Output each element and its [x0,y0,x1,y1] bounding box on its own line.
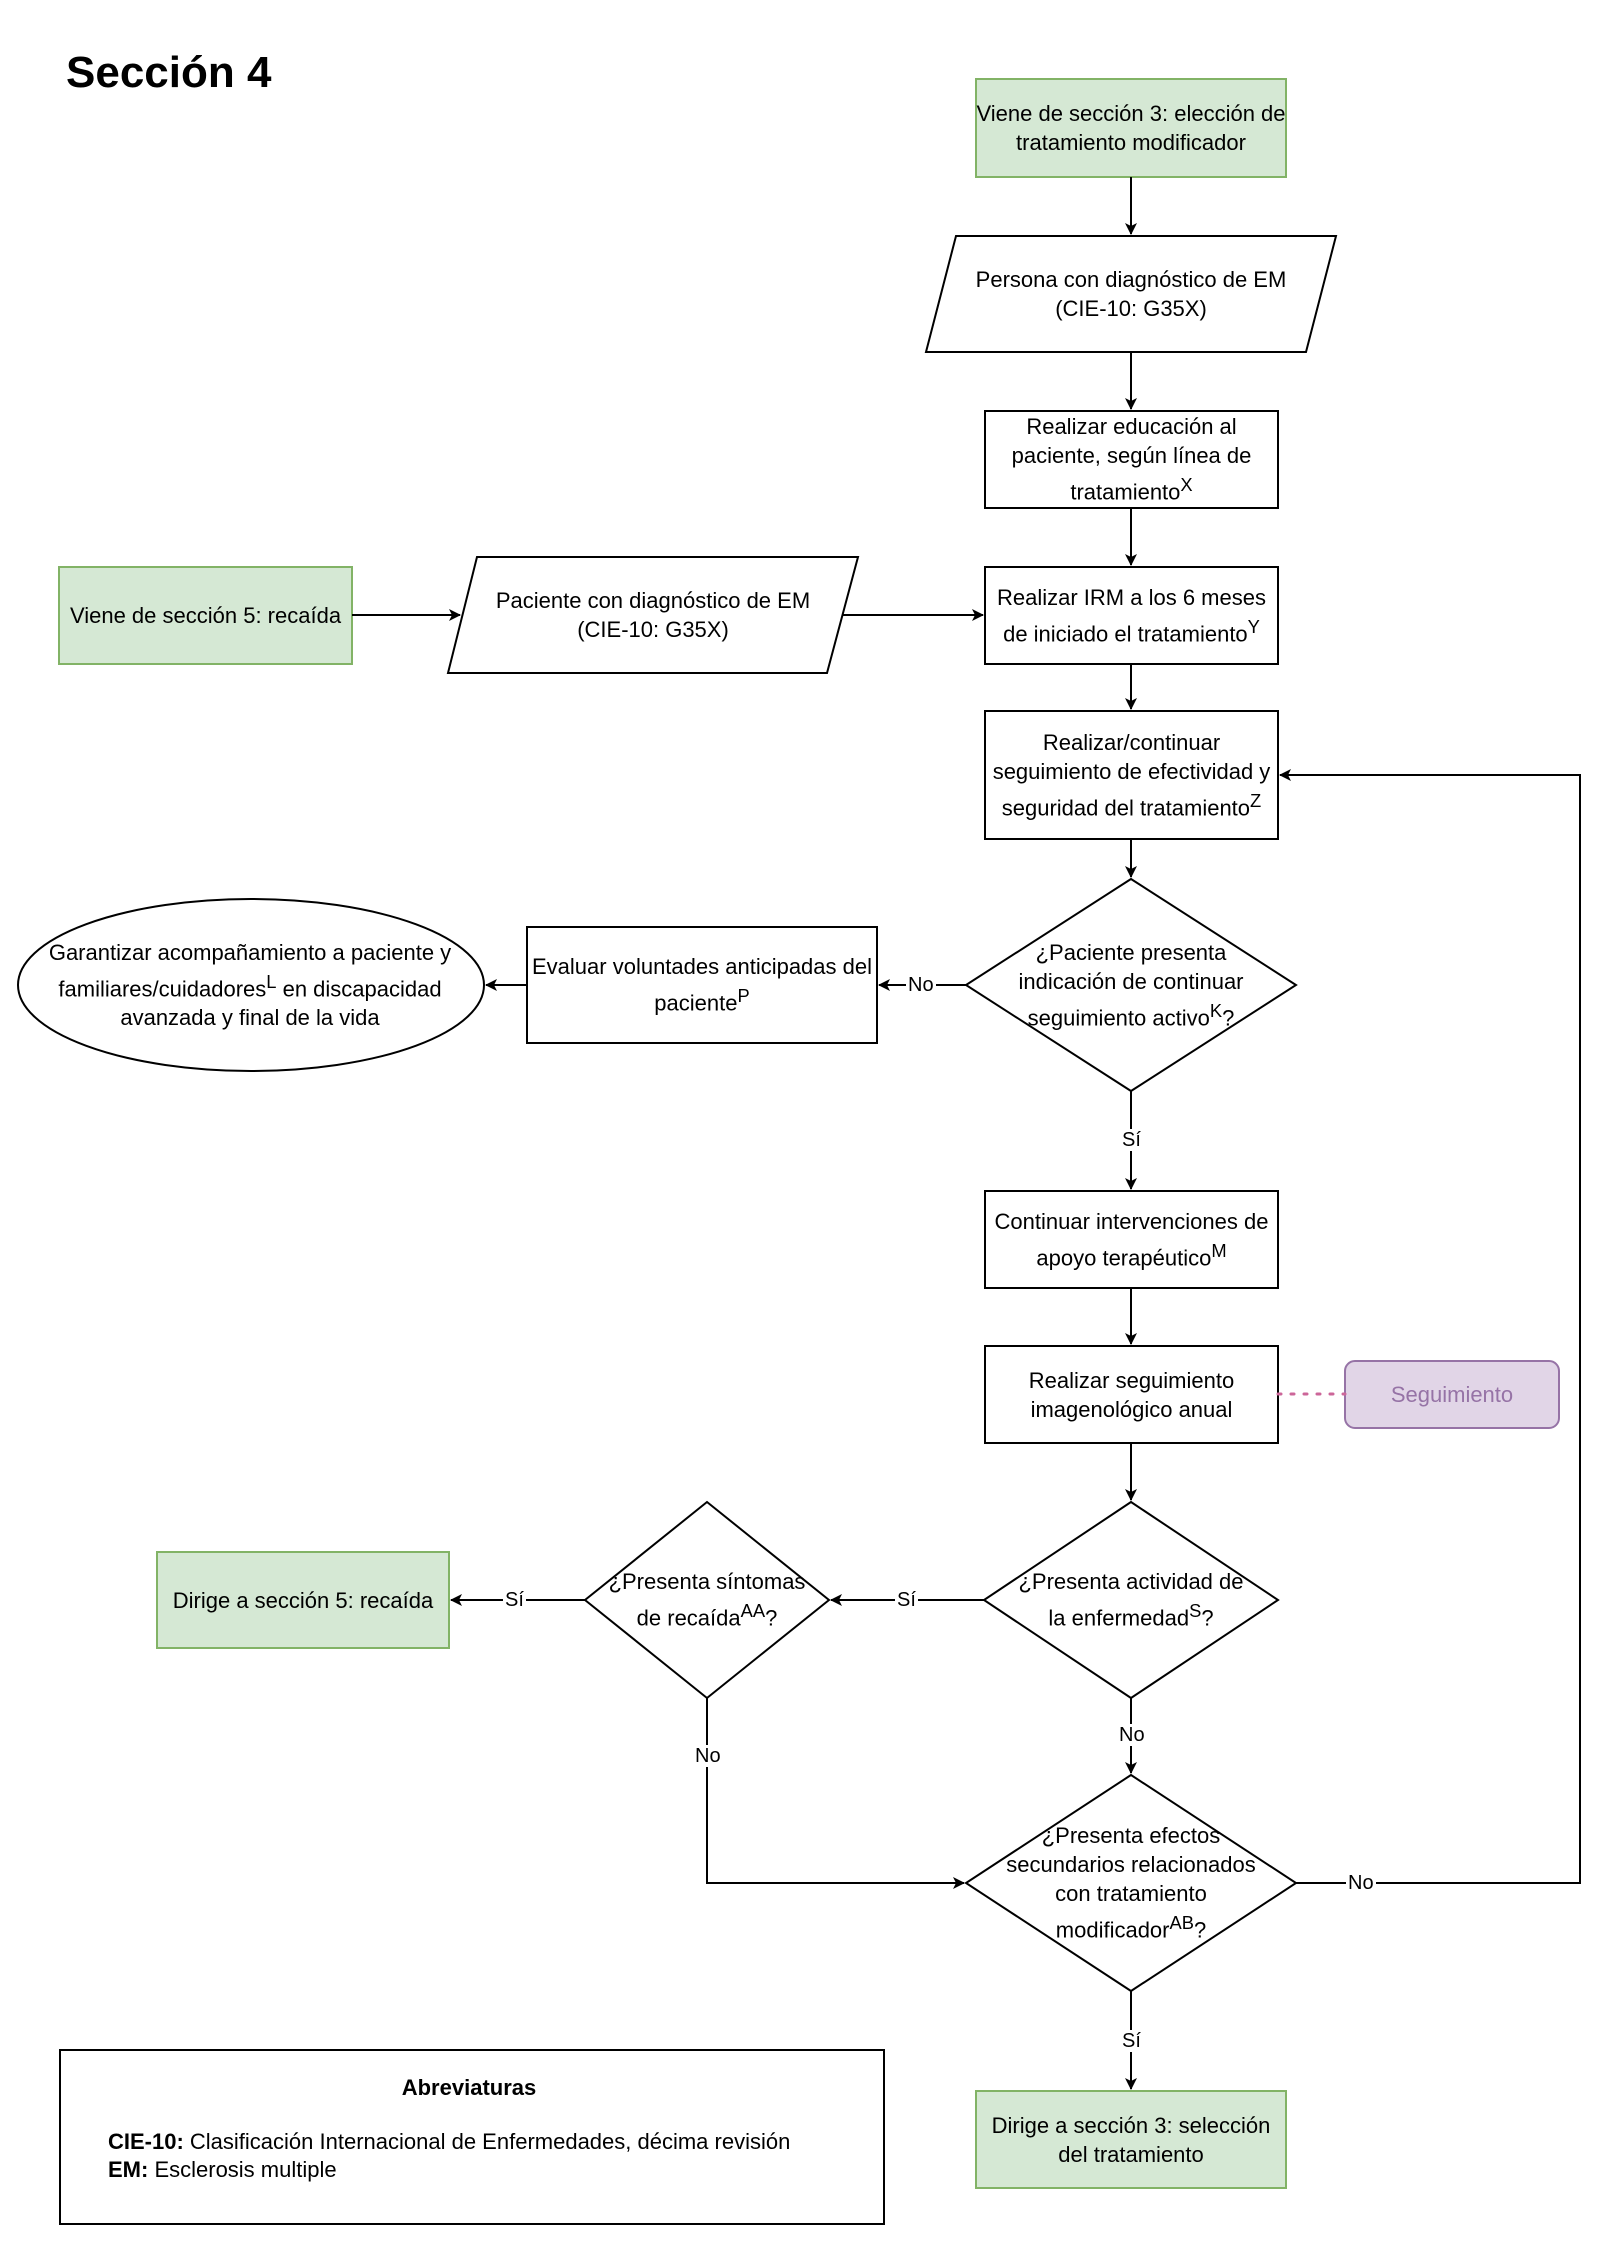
edge-label-no-actividad: No [1117,1724,1147,1746]
decision-sintomas-label: ¿Presenta síntomas de recaídaAA? [597,1560,817,1640]
persona-label: Persona con diagnóstico de EM (CIE-10: G… [950,236,1312,352]
edge-label-si-sintomas: Sí [503,1589,526,1611]
persona-parallelogram [924,235,1338,353]
to-section3-label: Dirige a sección 3: selección del tratam… [976,2091,1286,2188]
to-section5-box [156,1551,450,1649]
decision-activo-text: ¿Paciente presenta indicación de continu… [1011,938,1251,1032]
from-section3-text: Viene de sección 3: elección de tratamie… [976,101,1286,155]
edge-label-si-activo: Sí [1120,1129,1143,1151]
garantizar-main: Garantizar acompañamiento a paciente y f… [48,939,452,1002]
decision-sintomas-end: ? [765,1605,778,1631]
legend-box [59,2049,885,2225]
to-section3-box [975,2090,1287,2189]
legend-abbr: EM: [108,2157,149,2182]
from-section5-text: Viene de sección 5: recaída [69,603,342,628]
voluntades-main: Evaluar voluntades anticipadas del pacie… [532,954,873,1016]
decision-actividad-footnote: S [1189,1600,1202,1622]
decision-efectos-label: ¿Presenta efectos secundarios relacionad… [991,1818,1271,1948]
seguimiento-tag-label: Seguimiento [1345,1361,1559,1428]
garantizar-text: Garantizar acompañamiento a paciente y f… [30,938,470,1032]
decision-activo-end: ? [1222,1005,1235,1031]
edge-label-si-efectos: Sí [1120,2030,1143,2052]
paciente-text: Paciente con diagnóstico de EM (CIE-10: … [495,588,811,642]
decision-activo-footnote: K [1209,999,1223,1021]
decision-actividad-label: ¿Presenta actividad de la enfermedadS? [1016,1560,1246,1640]
seguimiento-text: Realizar/continuar seguimiento de efecti… [990,728,1273,822]
decision-efectos-main: ¿Presenta efectos secundarios relacionad… [1006,1823,1256,1943]
educacion-footnote: X [1180,474,1193,496]
from-section5-label: Viene de sección 5: recaída [59,567,352,664]
legend-items: CIE-10: Clasificación Internacional de E… [60,2128,878,2184]
voluntades-footnote: P [737,985,750,1007]
decision-efectos-footnote: AB [1169,1912,1194,1934]
edge-label-no-sintomas: No [693,1745,723,1767]
continuar-main: Continuar intervenciones de apoyo terapé… [994,1208,1269,1271]
decision-efectos-end: ? [1193,1917,1207,1943]
educacion-label: Realizar educación al paciente, según lí… [990,411,1273,508]
paciente-parallelogram [446,556,860,674]
seguimiento-tag-text: Seguimiento [1390,1382,1514,1407]
voluntades-box [526,926,878,1044]
imagen-text: Realizar seguimiento imagenológico anual [1028,1367,1235,1422]
legend-definition: Esclerosis multiple [148,2157,337,2182]
continuar-box [984,1190,1279,1289]
irm-main: Realizar IRM a los 6 meses de iniciado e… [997,584,1266,647]
to-section5-text: Dirige a sección 5: recaída [172,1587,434,1613]
decision-actividad-end: ? [1201,1605,1214,1631]
voluntades-label: Evaluar voluntades anticipadas del pacie… [532,927,872,1043]
persona-text: Persona con diagnóstico de EM (CIE-10: G… [975,267,1287,321]
legend-definition: Clasificación Internacional de Enfermeda… [183,2129,791,2154]
from-section5-box [58,566,353,665]
garantizar-end: en discapacidad avanzada y final de la v… [120,976,442,1031]
seguimiento-label: Realizar/continuar seguimiento de efecti… [990,711,1273,839]
to-section3-text: Dirige a sección 3: selección del tratam… [991,2112,1271,2167]
edge-label-no-activo: No [906,974,936,996]
seguimiento-box [984,710,1279,840]
educacion-main: Realizar educación al paciente, según lí… [1011,414,1252,505]
garantizar-ellipse [17,898,485,1072]
irm-text: Realizar IRM a los 6 meses de iniciado e… [985,583,1278,648]
seguimiento-main: Realizar/continuar seguimiento de efecti… [992,729,1271,821]
to-section5-label: Dirige a sección 5: recaída [157,1552,449,1648]
decision-activo-label: ¿Paciente presenta indicación de continu… [1011,935,1251,1035]
edge-label-no-efectos: No [1346,1872,1376,1894]
educacion-text: Realizar educación al paciente, según lí… [990,412,1273,506]
legend-abbr: CIE-10: [108,2129,184,2154]
paciente-label: Paciente con diagnóstico de EM (CIE-10: … [472,557,834,673]
decision-actividad-text: ¿Presenta actividad de la enfermedadS? [1016,1567,1246,1632]
continuar-text: Continuar intervenciones de apoyo terapé… [990,1207,1273,1272]
continuar-footnote: M [1211,1239,1227,1261]
imagen-label: Realizar seguimiento imagenológico anual [990,1346,1273,1443]
arrow-sintomas-no-to-efectos [706,1698,965,1889]
decision-actividad-main: ¿Presenta actividad de la enfermedad [1018,1569,1244,1631]
decision-sintomas-text: ¿Presenta síntomas de recaídaAA? [597,1567,817,1632]
decision-sintomas-footnote: AA [740,1600,766,1622]
irm-footnote: Y [1247,615,1260,637]
from-section3-label: Viene de sección 3: elección de tratamie… [976,79,1286,177]
irm-label: Realizar IRM a los 6 meses de iniciado e… [985,567,1278,664]
seguimiento-footnote: Z [1250,789,1262,811]
legend-item: EM: Esclerosis multiple [108,2156,878,2184]
arrow-efectos-no-loop [1279,769,1581,1884]
decision-efectos-text: ¿Presenta efectos secundarios relacionad… [991,1821,1271,1944]
legend-title: Abreviaturas [401,2075,537,2100]
legend-item: CIE-10: Clasificación Internacional de E… [108,2128,878,2156]
garantizar-footnote: L [266,970,277,992]
abbreviations-legend: Abreviaturas CIE-10: Clasificación Inter… [60,2046,878,2224]
decision-sintomas-main: ¿Presenta síntomas de recaída [608,1569,806,1631]
page-title: Sección 4 [66,48,272,97]
decision-activo-main: ¿Paciente presenta indicación de continu… [1018,939,1244,1031]
continuar-label: Continuar intervenciones de apoyo terapé… [990,1191,1273,1288]
irm-box [984,566,1279,665]
voluntades-text: Evaluar voluntades anticipadas del pacie… [532,952,872,1017]
from-section3-box [975,78,1287,178]
garantizar-label: Garantizar acompañamiento a paciente y f… [30,935,470,1035]
edge-label-si-actividad: Sí [895,1589,918,1611]
